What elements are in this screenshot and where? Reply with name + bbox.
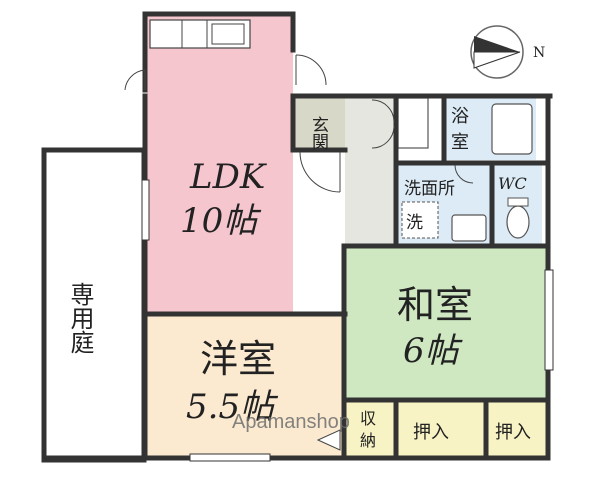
- ldk-room: [147, 16, 293, 312]
- kitchen-sink: [211, 23, 245, 45]
- hallway: [345, 98, 397, 246]
- garden-label: 専用庭: [66, 282, 94, 354]
- closet-2-label: 押入: [495, 422, 531, 443]
- closet-1: [398, 402, 484, 456]
- storage-label-bottom: 納: [360, 431, 376, 450]
- western-room: [147, 316, 343, 456]
- washing-machine-space: [401, 201, 439, 239]
- western-name: 洋室: [200, 337, 276, 381]
- door-swings: [124, 54, 474, 451]
- bathtub: [491, 103, 533, 155]
- washroom-label: 洗面所: [404, 179, 455, 199]
- bath-label-2: 室: [451, 132, 469, 153]
- closet-1-label: 押入: [413, 422, 449, 443]
- toilet-tank: [507, 197, 529, 207]
- closet-2: [488, 402, 546, 456]
- compass-north-label: N: [533, 45, 545, 61]
- compass-icon: [470, 25, 524, 79]
- japanese-room: [346, 248, 546, 398]
- japanese-name: 和室: [397, 283, 473, 327]
- toilet-bowl: [506, 205, 530, 239]
- ldk-size: 10帖: [180, 201, 262, 241]
- entrance-area: [295, 98, 345, 150]
- walls: [41, 11, 553, 461]
- entrance-label: 玄関: [308, 116, 328, 150]
- watermark: Apamanshop: [232, 411, 350, 433]
- ldk-name: LDK: [189, 157, 268, 197]
- japanese-size: 6帖: [403, 331, 464, 371]
- washbasin: [451, 214, 487, 242]
- garden-area: [41, 147, 147, 463]
- windows: [141, 179, 554, 462]
- shoe-storage: [397, 97, 429, 149]
- western-size: 5.5帖: [186, 387, 279, 427]
- storage-label-top: 収: [360, 409, 376, 428]
- storage-closet: [346, 402, 394, 456]
- bath-label: 浴: [451, 106, 469, 127]
- washer-label: 洗: [406, 213, 423, 233]
- toilet-label: WC: [498, 174, 527, 193]
